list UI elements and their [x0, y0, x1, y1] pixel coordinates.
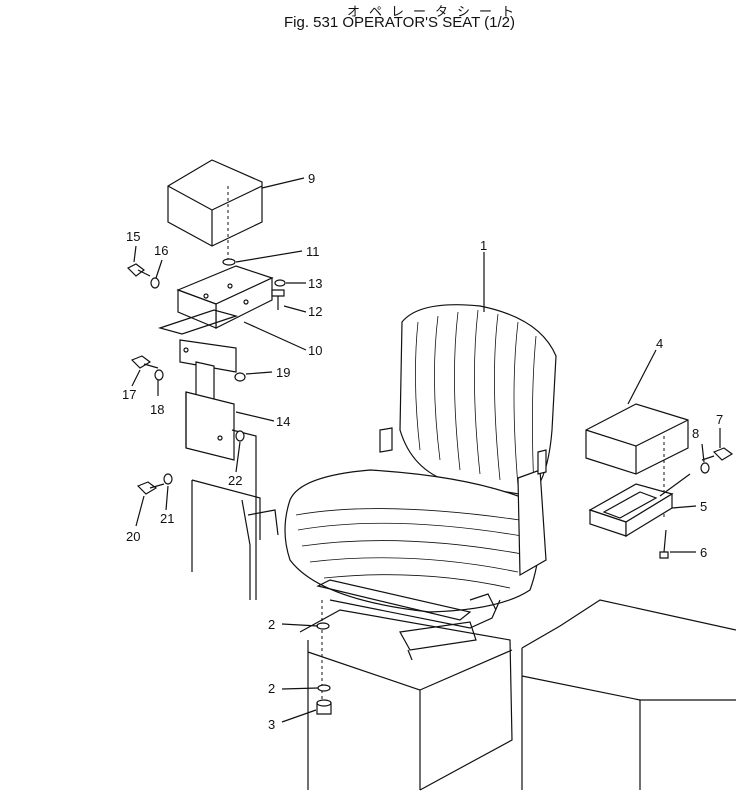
callout-6: 6 — [700, 545, 707, 560]
console-blocks — [191, 479, 736, 791]
callout-12: 12 — [308, 304, 322, 319]
callout-9: 9 — [308, 171, 315, 186]
callout-11: 11 — [306, 244, 320, 259]
armrest-right-assembly — [585, 403, 734, 559]
callout-8: 8 — [692, 426, 699, 441]
callout-18: 18 — [150, 402, 164, 417]
armrest-pad-left — [167, 159, 263, 260]
callout-1: 1 — [480, 238, 487, 253]
callout-19: 19 — [276, 365, 290, 380]
figure-title-japanese: オペレータシート — [347, 5, 524, 20]
callout-7: 7 — [716, 412, 723, 427]
armrest-column — [179, 339, 257, 600]
callout-2-upper: 2 — [268, 617, 275, 632]
callout-5: 5 — [700, 499, 707, 514]
armrest-bracket — [157, 265, 274, 335]
callout-13: 13 — [308, 276, 322, 291]
operators-seat — [284, 304, 557, 661]
figure-title: Fig. 531 OPERATOR'S SEAT (1/2) — [284, 14, 515, 31]
callout-21: 21 — [160, 511, 174, 526]
callout-14: 14 — [276, 414, 290, 429]
bolts-washers-left — [126, 258, 286, 495]
callout-3: 3 — [268, 717, 275, 732]
callout-17: 17 — [122, 387, 136, 402]
callout-16: 16 — [154, 243, 168, 258]
callout-15: 15 — [126, 229, 140, 244]
leader-lines — [131, 177, 721, 723]
callout-labels: 1 2 2 3 4 5 6 7 8 9 10 11 12 13 14 15 16… — [122, 171, 723, 732]
callout-20: 20 — [126, 529, 140, 544]
callout-10: 10 — [308, 343, 322, 358]
callout-22: 22 — [228, 473, 242, 488]
callout-4: 4 — [656, 336, 663, 351]
callout-2-lower: 2 — [268, 681, 275, 696]
